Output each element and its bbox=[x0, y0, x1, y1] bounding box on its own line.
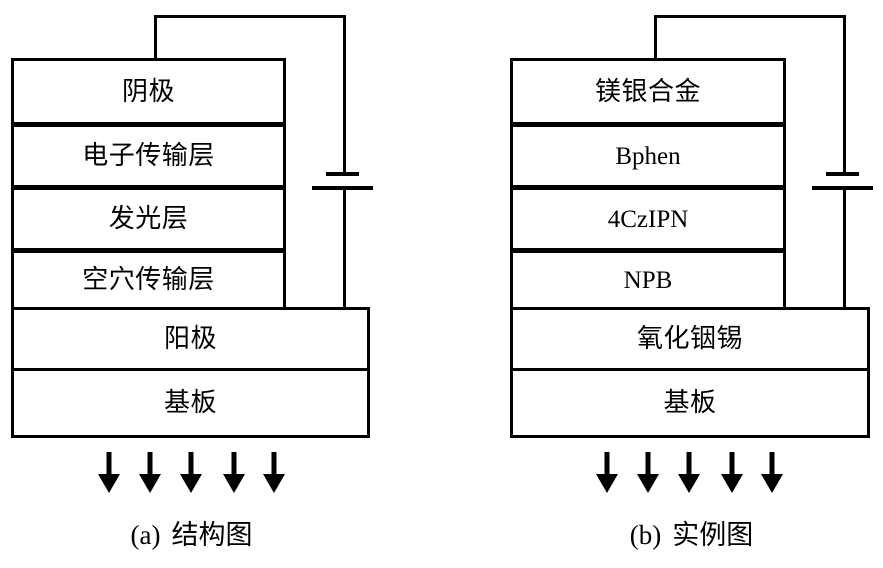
panel-a-wire-battery-upper bbox=[343, 15, 346, 174]
panel-a-layer-cathode-label: 阴极 bbox=[121, 76, 175, 106]
panel-b-layer-substrate-label: 基板 bbox=[663, 388, 717, 417]
panel-a-layer-emissive-label: 发光层 bbox=[108, 204, 189, 233]
panel-a-layer-electron-transport-label: 电子传输层 bbox=[82, 141, 215, 170]
panel-b-layer-hole-transport[interactable]: NPB bbox=[510, 250, 786, 310]
panel-b-wire-battery-upper bbox=[843, 15, 846, 174]
panel-a-emission-arrow-4 bbox=[223, 452, 245, 493]
panel-b-wire-battery-lower bbox=[843, 188, 846, 310]
panel-a-layer-cathode[interactable]: 阴极 bbox=[11, 58, 286, 125]
panel-a-emission-arrow-2 bbox=[139, 452, 161, 493]
panel-b-emission-arrow-4 bbox=[721, 452, 743, 493]
panel-a-layer-anode[interactable]: 阳极 bbox=[11, 307, 370, 371]
panel-b-wire-top-horizontal bbox=[654, 15, 846, 18]
panel-b-caption: (b) 实例图 bbox=[500, 522, 883, 549]
panel-b-layer-cathode-label: 镁银合金 bbox=[594, 76, 701, 106]
panel-a-layer-emissive[interactable]: 发光层 bbox=[11, 187, 286, 251]
panel-b-layer-emissive-label: 4CzIPN bbox=[607, 205, 689, 233]
panel-b-wire-cathode-riser bbox=[654, 15, 657, 61]
panel-b-layer-emissive[interactable]: 4CzIPN bbox=[510, 187, 786, 251]
panel-a-battery-positive-plate bbox=[312, 186, 373, 190]
panel-a-layer-anode-label: 阳极 bbox=[163, 324, 217, 353]
panel-a-emission-arrow-3 bbox=[180, 452, 202, 493]
panel-a-emission-arrow-1 bbox=[98, 452, 120, 493]
panel-b-emission-arrow-2 bbox=[637, 452, 659, 493]
panel-b-layer-electron-transport-label: Bphen bbox=[615, 142, 681, 170]
panel-b-layer-cathode[interactable]: 镁银合金 bbox=[510, 58, 786, 125]
panel-b-layer-anode[interactable]: 氧化铟锡 bbox=[510, 307, 870, 371]
panel-a-layer-substrate-label: 基板 bbox=[163, 388, 217, 417]
panel-b-emission-arrow-5 bbox=[761, 452, 783, 493]
panel-a-caption-text: 结构图 bbox=[171, 520, 253, 550]
panel-a-emission-arrow-5 bbox=[263, 452, 285, 493]
panel-b-emission-arrow-3 bbox=[678, 452, 700, 493]
panel-a-wire-battery-lower bbox=[343, 188, 346, 310]
panel-b-layer-hole-transport-label: NPB bbox=[623, 266, 673, 294]
panel-a-layer-hole-transport-label: 空穴传输层 bbox=[82, 265, 215, 294]
panel-a-layer-substrate[interactable]: 基板 bbox=[11, 368, 370, 438]
panel-b-layer-substrate[interactable]: 基板 bbox=[510, 368, 870, 438]
panel-a-wire-cathode-riser bbox=[154, 15, 157, 61]
panel-a-layer-electron-transport[interactable]: 电子传输层 bbox=[11, 124, 286, 188]
panel-b-layer-electron-transport[interactable]: Bphen bbox=[510, 124, 786, 188]
panel-a-wire-top-horizontal bbox=[154, 15, 346, 18]
panel-b-battery-positive-plate bbox=[812, 186, 873, 190]
panel-b-emission-arrow-1 bbox=[596, 452, 618, 493]
panel-a-battery-negative-plate bbox=[326, 172, 359, 176]
panel-a-caption-prefix: (a) bbox=[130, 520, 161, 550]
panel-b-caption-text: 实例图 bbox=[672, 520, 754, 550]
panel-b-caption-prefix: (b) bbox=[629, 520, 662, 550]
panel-a-caption: (a) 结构图 bbox=[0, 522, 383, 549]
panel-b-battery-negative-plate bbox=[826, 172, 859, 176]
panel-a-layer-hole-transport[interactable]: 空穴传输层 bbox=[11, 250, 286, 310]
panel-b-layer-anode-label: 氧化铟锡 bbox=[636, 324, 743, 353]
